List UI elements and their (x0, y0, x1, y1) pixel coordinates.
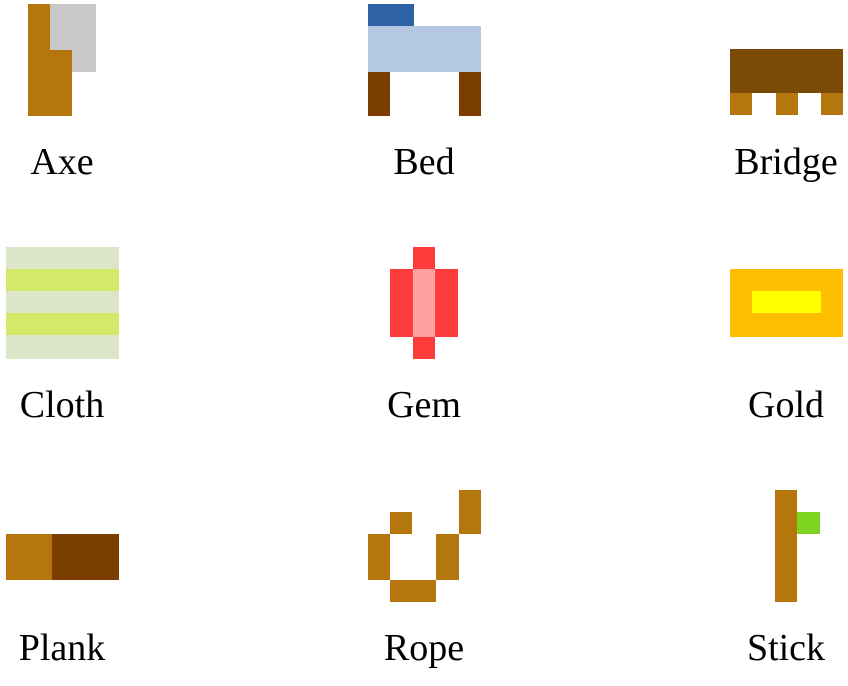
gold-icon (696, 243, 848, 363)
item-gold[interactable]: Gold (696, 243, 848, 443)
item-axe[interactable]: Axe (0, 0, 152, 200)
item-bed[interactable]: Bed (334, 0, 514, 200)
item-label-gem: Gem (387, 384, 461, 426)
item-label-axe: Axe (30, 141, 94, 183)
rope-icon (334, 486, 514, 606)
stick-icon (696, 486, 848, 606)
bed-icon (334, 0, 514, 120)
cloth-icon (0, 243, 152, 363)
gem-icon (334, 243, 514, 363)
axe-icon (0, 0, 152, 120)
item-plank[interactable]: Plank (0, 486, 152, 686)
bridge-icon (696, 0, 848, 120)
item-cloth[interactable]: Cloth (0, 243, 152, 443)
item-label-gold: Gold (748, 384, 824, 426)
item-label-rope: Rope (383, 627, 465, 669)
plank-icon (0, 486, 152, 606)
item-label-plank: Plank (18, 627, 106, 669)
item-stick[interactable]: Stick (696, 486, 848, 686)
item-label-bridge: Bridge (734, 141, 838, 183)
item-gem[interactable]: Gem (334, 243, 514, 443)
item-bridge[interactable]: Bridge (696, 0, 848, 200)
item-rope[interactable]: Rope (334, 486, 514, 686)
item-label-bed: Bed (393, 141, 455, 183)
item-label-stick: Stick (746, 627, 826, 669)
item-label-cloth: Cloth (19, 384, 105, 426)
